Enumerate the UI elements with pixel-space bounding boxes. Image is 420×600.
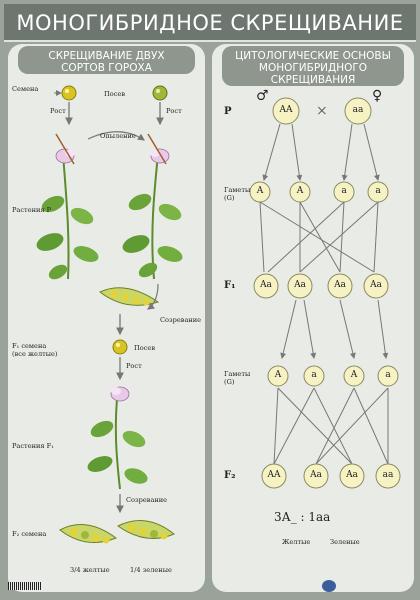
f1-genotype: Aa <box>294 280 306 290</box>
ripening2-label: Созревание <box>126 496 168 504</box>
f2-circle <box>261 463 287 489</box>
pea-plant-right-icon <box>122 133 183 280</box>
male-symbol-icon: ♂ <box>256 88 269 104</box>
ratio-yellow-label: 3/4 желтые <box>70 566 110 574</box>
f2-circle <box>303 463 329 489</box>
right-panel: ЦИТОЛОГИЧЕСКИЕ ОСНОВЫ МОНОГИБРИДНОГО СКР… <box>212 44 414 592</box>
genetics-diagram <box>249 97 401 489</box>
gamete1-text: a <box>375 186 381 196</box>
f2-circle <box>339 463 365 489</box>
left-heading-line1: СКРЕЩИВАНИЕ ДВУХ <box>48 50 165 62</box>
gametes2-line2: (G) <box>224 378 235 386</box>
gamete2-text: A <box>350 370 358 380</box>
seeds-label: Семена <box>12 85 39 93</box>
ripening-label: Созревание <box>160 316 202 324</box>
gamete1-circle <box>249 181 271 203</box>
gametes1-label: Гаметы (G) <box>224 186 250 202</box>
f1-seeds-label: F₁ семена (все желтые) <box>12 342 58 358</box>
sowing2-label: Посев <box>134 344 156 352</box>
right-heading-line2: МОНОГИБРИДНОГО <box>258 62 368 74</box>
gametes1-line1: Гаметы <box>224 186 251 194</box>
barcode-icon <box>8 582 42 590</box>
f1-circle <box>327 273 353 299</box>
gamete1-circle <box>289 181 311 203</box>
right-heading: ЦИТОЛОГИЧЕСКИЕ ОСНОВЫ МОНОГИБРИДНОГО СКР… <box>212 50 414 86</box>
phenotype-yellow-label: Желтые <box>282 538 311 546</box>
gametes2-label: Гаметы (G) <box>224 370 250 386</box>
gamete2-circle <box>303 365 325 387</box>
p-female-genotype: aa <box>352 105 364 115</box>
growth-right-label: Рост <box>166 107 182 115</box>
gamete1-circle <box>367 181 389 203</box>
yellow-seed-icon <box>61 85 77 101</box>
f1-genotype: Aa <box>260 280 272 290</box>
gametes2-line1: Гаметы <box>224 370 251 378</box>
left-heading: СКРЕЩИВАНИЕ ДВУХ СОРТОВ ГОРОХА <box>8 50 205 74</box>
f2-genotype: Aa <box>310 470 322 480</box>
sowing-label: Посев <box>104 90 126 98</box>
left-heading-background <box>18 46 195 74</box>
f1-genotype: Aa <box>334 280 346 290</box>
pea-plant-left-icon <box>36 133 99 280</box>
gamete2-circle <box>267 365 289 387</box>
p-female-circle <box>344 97 372 125</box>
pea-pod-icon <box>99 287 160 306</box>
ratio-green-label: 1/4 зеленые <box>130 566 172 574</box>
poster-title: МОНОГИБРИДНОЕ СКРЕЩИВАНИЕ <box>16 11 404 35</box>
ratio-text: 3А_ : 1аа <box>274 510 331 524</box>
gamete1-text: A <box>256 186 264 196</box>
gamete2-circle <box>377 365 399 387</box>
pea-plant-f1-icon <box>87 386 148 490</box>
p-male-circle <box>272 97 300 125</box>
f1-seed-icon <box>112 339 128 355</box>
growth2-label: Рост <box>126 362 142 370</box>
gamete1-text: A <box>296 186 304 196</box>
title-bar: МОНОГИБРИДНОЕ СКРЕЩИВАНИЕ <box>4 4 416 42</box>
f1-circle <box>253 273 279 299</box>
f2-seeds-label: F₂ семена <box>12 530 47 538</box>
phenotype-green-label: Зеленые <box>330 538 360 546</box>
f2-genotype: AA <box>267 470 281 480</box>
f1-seeds-line2: (все желтые) <box>12 350 58 358</box>
f2-circle <box>375 463 401 489</box>
right-heading-background <box>222 46 404 86</box>
gamete2-text: a <box>311 370 317 380</box>
gametes1-line2: (G) <box>224 194 235 202</box>
pollination-label: Опыление <box>100 132 136 140</box>
p-label: P <box>224 106 232 117</box>
plants-f1-label: Растения F₁ <box>12 442 54 450</box>
left-panel: СКРЕЩИВАНИЕ ДВУХ СОРТОВ ГОРОХА <box>8 44 205 592</box>
pollination-arrow <box>87 131 145 141</box>
female-symbol-icon: ♀ <box>372 88 383 104</box>
plants-p-label: Растения Р <box>12 206 52 214</box>
gamete2-text: a <box>385 370 391 380</box>
growth-left-label: Рост <box>50 107 66 115</box>
pea-pod-f2-left-icon <box>59 524 118 544</box>
cross-symbol: × <box>316 103 328 119</box>
f2-label: F₂ <box>224 470 236 481</box>
f1-seeds-line1: F₁ семена <box>12 342 47 350</box>
f1-label: F₁ <box>224 280 236 291</box>
gamete2-text: A <box>274 370 282 380</box>
left-illustration <box>36 85 183 544</box>
green-seed-icon <box>152 85 168 101</box>
f1-genotype: Aa <box>370 280 382 290</box>
pea-pod-f2-right-icon <box>117 520 175 540</box>
p-male-genotype: AA <box>279 105 293 115</box>
f1-circle <box>287 273 313 299</box>
f2-genotype: Aa <box>346 470 358 480</box>
publisher-logo-icon <box>322 580 336 592</box>
gamete1-circle <box>333 181 355 203</box>
gamete1-text: a <box>341 186 347 196</box>
right-heading-line1: ЦИТОЛОГИЧЕСКИЕ ОСНОВЫ <box>235 50 391 62</box>
f2-genotype: aa <box>382 470 394 480</box>
f1-circle <box>363 273 389 299</box>
gamete2-circle <box>343 365 365 387</box>
left-heading-line2: СОРТОВ ГОРОХА <box>61 62 152 74</box>
right-heading-line3: СКРЕЩИВАНИЯ <box>270 74 356 86</box>
